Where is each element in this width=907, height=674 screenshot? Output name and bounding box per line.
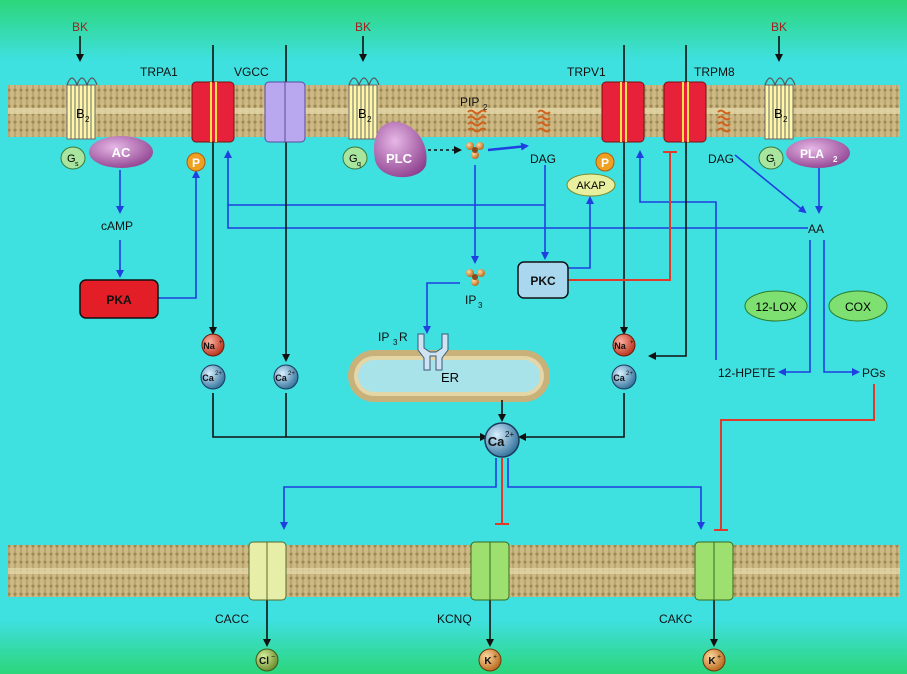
svg-text:12-LOX: 12-LOX	[755, 300, 796, 314]
svg-text:P: P	[192, 156, 200, 170]
trpm8-channel	[664, 82, 706, 142]
bk-label-1: BK	[72, 20, 88, 34]
svg-text:PLA: PLA	[800, 147, 824, 161]
k-ion-kcnq: K +	[479, 649, 501, 671]
phospholipase-a2: PLA 2	[786, 138, 850, 168]
trpv1-channel	[602, 82, 644, 142]
cacc-label: CACC	[215, 612, 249, 626]
b2-label: B	[76, 106, 85, 121]
pip2-subscript: 2	[483, 103, 488, 112]
ip3r-label: IP	[378, 330, 389, 344]
ip3r-subscript: 3	[393, 338, 398, 347]
svg-text:AKAP: AKAP	[576, 180, 605, 192]
cacc-channel	[249, 542, 286, 600]
dag-label-2: DAG	[708, 152, 734, 166]
ca-ion-left: Ca 2+	[201, 365, 225, 389]
vgcc-label: VGCC	[234, 65, 269, 79]
svg-text:+: +	[219, 340, 223, 346]
plasma-membrane-bottom	[8, 545, 900, 597]
vgcc-channel	[265, 82, 305, 142]
b2-receptor-1: B 2	[67, 78, 97, 139]
akap-protein: AKAP	[567, 174, 615, 196]
trpm8-label: TRPM8	[694, 65, 735, 79]
svg-text:Ca: Ca	[275, 373, 287, 383]
er-label: ER	[441, 370, 459, 385]
svg-text:P: P	[601, 156, 609, 170]
svg-text:K: K	[708, 656, 716, 667]
svg-text:PKC: PKC	[530, 274, 556, 288]
svg-text:COX: COX	[845, 300, 871, 314]
pgs-label: PGs	[862, 366, 885, 380]
phosphate-trpv1: P	[596, 153, 614, 171]
cakc-label: CAKC	[659, 612, 693, 626]
cox-enzyme: COX	[829, 291, 887, 321]
b2-subscript: 2	[367, 115, 372, 124]
svg-text:PKA: PKA	[106, 293, 132, 307]
gi-protein: G i	[759, 147, 783, 169]
svg-text:Na: Na	[203, 341, 215, 351]
svg-text:2: 2	[833, 155, 838, 164]
pkc-box: PKC	[518, 262, 568, 298]
na-ion-right: Na +	[613, 334, 635, 356]
svg-text:Ca: Ca	[613, 373, 625, 383]
b2-subscript: 2	[85, 115, 90, 124]
b2-label: B	[358, 106, 367, 121]
cakc-channel	[695, 542, 733, 600]
kcnq-channel	[471, 542, 509, 600]
svg-text:2+: 2+	[626, 371, 633, 377]
svg-text:−: −	[271, 654, 275, 661]
b2-subscript: 2	[783, 115, 788, 124]
ip3r-label-r: R	[399, 330, 408, 344]
b2-receptor-3: B 2	[765, 78, 795, 139]
svg-text:+: +	[717, 654, 721, 661]
svg-text:2+: 2+	[505, 430, 514, 439]
svg-text:Ca: Ca	[202, 373, 214, 383]
pka-box: PKA	[80, 280, 158, 318]
svg-text:s: s	[75, 161, 79, 168]
svg-text:+: +	[493, 654, 497, 661]
ca-ion-central: Ca 2+	[485, 423, 519, 457]
ca-ion-vgcc: Ca 2+	[274, 365, 298, 389]
ip3-subscript: 3	[478, 301, 483, 310]
b2-label: B	[774, 106, 783, 121]
svg-text:K: K	[484, 656, 492, 667]
trpa1-channel	[192, 82, 234, 142]
trpa1-label: TRPA1	[140, 65, 178, 79]
svg-text:AC: AC	[112, 145, 131, 160]
endoplasmic-reticulum: ER	[348, 350, 550, 402]
svg-text:Na: Na	[614, 341, 626, 351]
ip3-label: IP	[465, 293, 476, 307]
ca-ion-right: Ca 2+	[612, 365, 636, 389]
na-ion-left: Na +	[202, 334, 224, 356]
gs-protein: G s	[61, 147, 85, 169]
aa-label: AA	[808, 222, 824, 236]
12-lox-enzyme: 12-LOX	[745, 291, 807, 321]
pip2-label: PIP	[460, 95, 479, 109]
bk-label-3: BK	[771, 20, 787, 34]
adenylyl-cyclase: AC	[89, 136, 153, 168]
gq-protein: G q	[343, 147, 367, 169]
svg-text:2+: 2+	[215, 371, 222, 377]
cl-ion: Cl −	[256, 649, 278, 671]
svg-text:+: +	[630, 340, 634, 346]
bk-label-2: BK	[355, 20, 371, 34]
12-hpete-label: 12-HPETE	[718, 366, 775, 380]
k-ion-cakc: K +	[703, 649, 725, 671]
trpv1-label: TRPV1	[567, 65, 606, 79]
svg-text:q: q	[357, 161, 361, 168]
dag-label-1: DAG	[530, 152, 556, 166]
kcnq-label: KCNQ	[437, 612, 472, 626]
svg-text:PLC: PLC	[386, 151, 413, 166]
camp-label: cAMP	[101, 219, 133, 233]
phosphate-trpa1: P	[187, 153, 205, 171]
svg-text:2+: 2+	[288, 371, 295, 377]
svg-text:Ca: Ca	[488, 434, 505, 449]
b2-receptor-2: B 2	[349, 78, 379, 139]
svg-text:Cl: Cl	[259, 656, 269, 667]
